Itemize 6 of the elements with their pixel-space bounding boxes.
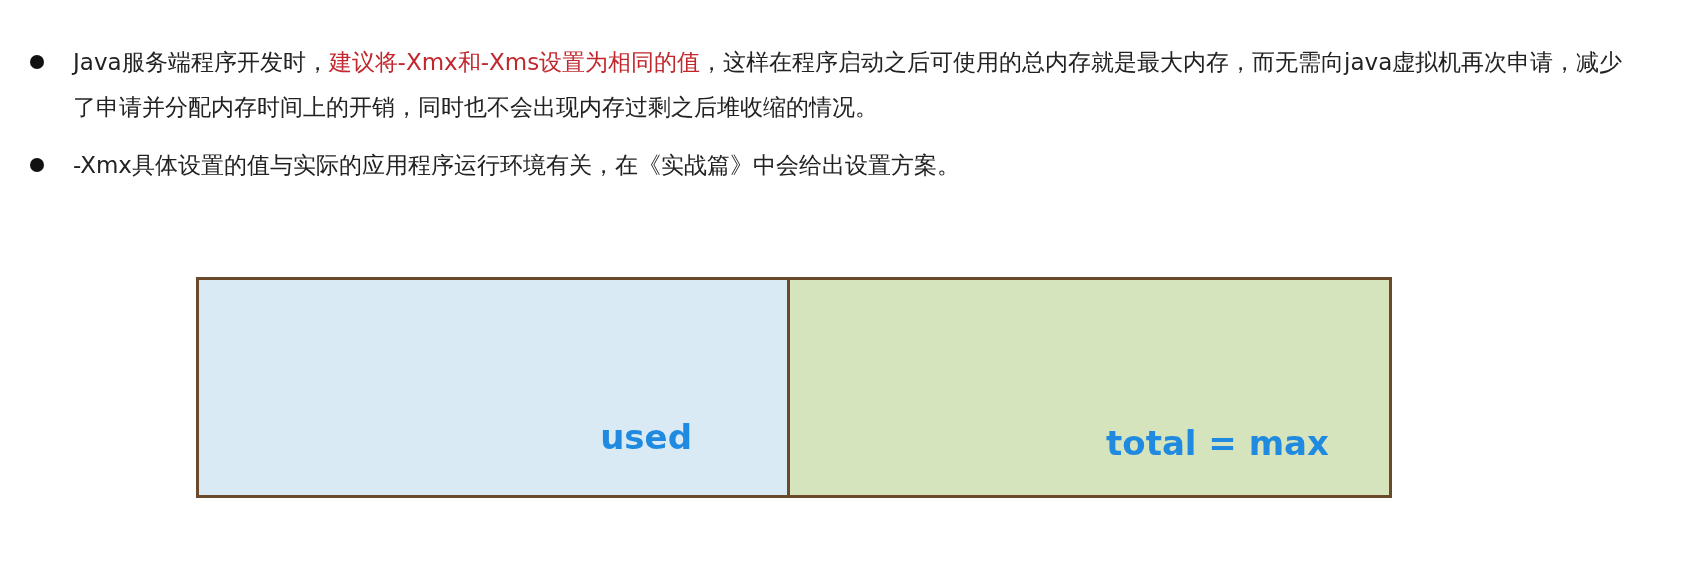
memory-block	[196, 277, 790, 498]
bullet-text: Java服务端程序开发时，建议将-Xmx和-Xms设置为相同的值，这样在程序启动之后可使用的总内存就是最大内存，而无需向java虚拟机再次申请，减少了申请并分配内存时间上的开销，同时也不会出现内存过剩之后堆收缩的情况。	[73, 48, 1624, 122]
block-label: used	[600, 417, 692, 457]
memory-block	[787, 277, 1392, 498]
bullet-text: -Xmx具体设置的值与实际的应用程序运行环境有关，在《实战篇》中会给出设置方案。	[73, 151, 961, 180]
block-label: total = max	[1106, 423, 1329, 463]
